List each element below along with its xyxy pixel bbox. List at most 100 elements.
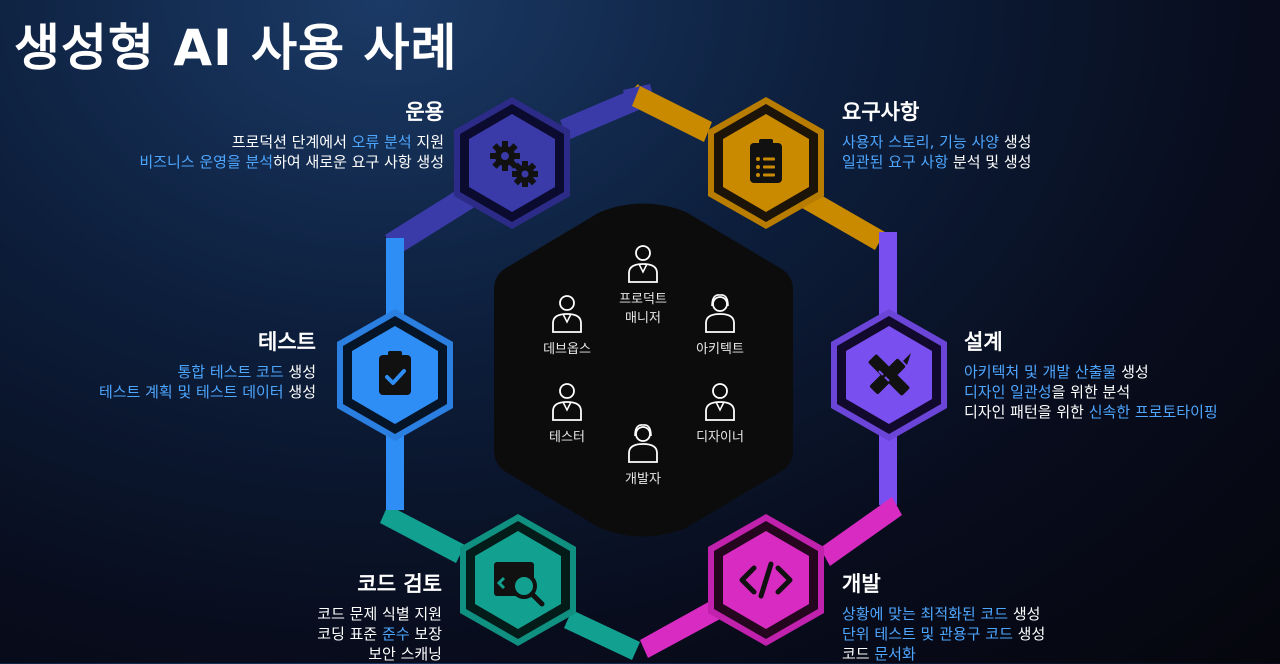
highlight-text: 비즈니스 운영을 분석 — [139, 153, 274, 171]
role-label: 아키텍트 — [696, 342, 744, 357]
highlight-text: 신속한 프로토타이핑 — [1088, 403, 1218, 421]
band-operation-top — [560, 86, 648, 140]
person-icon — [628, 424, 658, 463]
person-icon — [552, 295, 582, 333]
description-line: 테스트 계획 및 테스트 데이터 생성 — [0, 382, 316, 402]
band-design — [879, 232, 897, 332]
person-icon — [705, 383, 735, 421]
highlight-text: 사용자 스토리, 기능 사양 — [842, 133, 1000, 151]
role-label-line2: 매니저 — [625, 311, 661, 326]
role-architect: 아키텍트 — [665, 292, 775, 357]
band-testing-low — [386, 430, 404, 510]
role-label: 디자이너 — [696, 430, 744, 445]
code-search-icon — [494, 562, 545, 607]
person-icon — [628, 245, 658, 283]
description-line: 디자인 일관성을 위한 분석 — [964, 382, 1274, 402]
band-review — [380, 505, 465, 563]
gears-icon — [490, 141, 538, 187]
highlight-text: 준수 — [382, 625, 410, 643]
band-testing — [386, 238, 404, 325]
highlight-text: 통합 테스트 코드 — [177, 363, 284, 381]
description-line: 사용자 스토리, 기능 사양 생성 — [842, 132, 1280, 152]
band-review-bottom — [564, 610, 640, 660]
role-label: 프로덕트 — [619, 292, 667, 307]
plain-text: 생성 — [1008, 605, 1041, 623]
plain-text: 생성 — [283, 363, 316, 381]
role-devops: 데브옵스 — [512, 292, 622, 357]
band-development-bottom — [640, 600, 722, 658]
plain-text: 생성 — [1116, 363, 1149, 381]
highlight-text: 상황에 맞는 최적화된 코드 — [842, 605, 1009, 623]
role-label: 테스터 — [549, 430, 585, 445]
plain-text: 코딩 표준 — [317, 625, 383, 643]
plain-text: 생성 — [283, 383, 316, 401]
description-line: 단위 테스트 및 관용구 코드 생성 — [842, 624, 1280, 644]
clipboard-check-icon — [379, 351, 411, 395]
stage-title: 코드 검토 — [357, 572, 442, 596]
center-hexagon — [494, 203, 793, 537]
person-icon — [705, 294, 735, 333]
highlight-text: 디자인 일관성 — [964, 383, 1052, 401]
description-line: 코드 문제 식별 지원 — [2, 604, 442, 624]
plain-text: 디자인 패턴을 위한 — [964, 403, 1089, 421]
role-product-manager: 프로덕트 매니저 — [588, 242, 698, 326]
stage-title: 테스트 — [258, 330, 316, 354]
plain-text: 하여 새로운 요구 사항 생성 — [273, 153, 444, 171]
description-line: 코딩 표준 준수 보장 — [2, 624, 442, 644]
plain-text: 프로덕션 단계에서 — [231, 133, 352, 151]
description-line: 아키텍처 및 개발 산출물 생성 — [964, 362, 1274, 382]
plain-text: 코드 — [842, 645, 875, 663]
description-line: 상황에 맞는 최적화된 코드 생성 — [842, 604, 1280, 624]
person-icon — [552, 383, 582, 421]
plain-text: 코드 문제 식별 지원 — [317, 605, 442, 623]
plain-text: 지원 — [411, 133, 444, 151]
band-development — [820, 497, 902, 566]
plain-text: 생성 — [999, 133, 1032, 151]
description-line: 디자인 패턴을 위한 신속한 프로토타이핑 — [964, 402, 1274, 422]
role-label: 데브옵스 — [543, 342, 591, 357]
highlight-text: 아키텍처 및 개발 산출물 — [964, 363, 1117, 381]
stage-title: 운용 — [405, 100, 444, 124]
slide-title: 생성형 AI 사용 사례 — [14, 19, 458, 77]
description-line: 보안 스캐닝 — [2, 644, 442, 664]
highlight-text: 일관된 요구 사항 — [842, 153, 949, 171]
role-designer: 디자이너 — [665, 380, 775, 445]
plain-text: 을 위한 분석 — [1051, 383, 1131, 401]
stage-title: 설계 — [964, 330, 1003, 354]
description-line: 프로덕션 단계에서 오류 분석 지원 — [4, 132, 444, 152]
description-line: 코드 문서화 — [842, 644, 1280, 664]
band-operation — [385, 185, 478, 255]
highlight-text: 문서화 — [874, 645, 916, 663]
highlight-text: 단위 테스트 및 관용구 코드 — [842, 625, 1013, 643]
plain-text: 보안 스캐닝 — [368, 645, 442, 663]
plain-text: 보장 — [409, 625, 442, 643]
pencil-ruler-icon — [868, 353, 911, 396]
description-line: 일관된 요구 사항 분석 및 생성 — [842, 152, 1280, 172]
highlight-text: 오류 분석 — [351, 133, 412, 151]
stage-title: 요구사항 — [842, 100, 920, 124]
plain-text: 분석 및 생성 — [948, 153, 1032, 171]
role-tester: 테스터 — [512, 380, 622, 445]
role-developer: 개발자 — [588, 422, 698, 487]
clipboard-list-icon — [750, 139, 782, 183]
band-requirements — [632, 86, 712, 142]
description-line: 비즈니스 운영을 분석하여 새로운 요구 사항 생성 — [4, 152, 444, 172]
role-label: 개발자 — [625, 472, 661, 487]
highlight-text: 테스트 계획 및 테스트 데이터 — [98, 383, 284, 401]
stage-title: 개발 — [842, 572, 881, 596]
description-line: 통합 테스트 코드 생성 — [0, 362, 316, 382]
band-design-low — [879, 430, 897, 505]
hex-operation — [454, 97, 570, 229]
